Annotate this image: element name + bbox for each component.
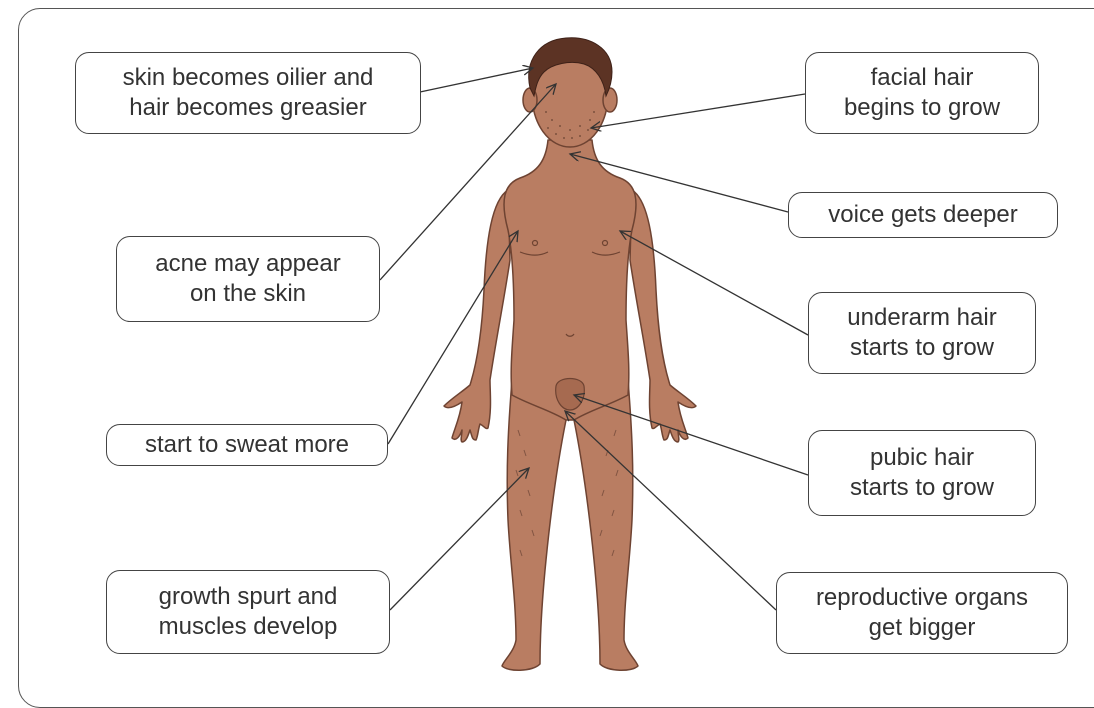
label-acne: acne may appear on the skin — [116, 236, 380, 322]
label-acne-line-1: acne may appear — [155, 249, 340, 279]
label-underarm: underarm hair starts to grow — [808, 292, 1036, 374]
label-sweat: start to sweat more — [106, 424, 388, 466]
label-facial-hair: facial hair begins to grow — [805, 52, 1039, 134]
right-leg — [574, 380, 638, 670]
label-facial-hair-line-2: begins to grow — [844, 93, 1000, 123]
label-growth: growth spurt and muscles develop — [106, 570, 390, 654]
label-reproductive-line-2: get bigger — [869, 613, 976, 643]
label-oily-skin-line-2: hair becomes greasier — [129, 93, 366, 123]
label-growth-line-1: growth spurt and — [159, 582, 338, 612]
label-pubic: pubic hair starts to grow — [808, 430, 1036, 516]
left-leg — [502, 380, 566, 670]
label-reproductive-line-1: reproductive organs — [816, 583, 1028, 613]
arrow-growth — [390, 468, 529, 610]
label-oily-skin-line-1: skin becomes oilier and — [123, 63, 374, 93]
male-body-figure — [444, 43, 696, 670]
label-oily-skin: skin becomes oilier and hair becomes gre… — [75, 52, 421, 134]
label-sweat-line-1: start to sweat more — [145, 430, 349, 460]
label-pubic-line-2: starts to grow — [850, 473, 994, 503]
label-underarm-line-2: starts to grow — [850, 333, 994, 363]
arrow-oily-skin — [420, 68, 533, 92]
label-voice: voice gets deeper — [788, 192, 1058, 238]
label-acne-line-2: on the skin — [190, 279, 306, 309]
label-facial-hair-line-1: facial hair — [871, 63, 974, 93]
arrow-sweat — [388, 231, 518, 444]
label-reproductive: reproductive organs get bigger — [776, 572, 1068, 654]
label-voice-line-1: voice gets deeper — [828, 200, 1017, 230]
left-arm — [444, 190, 510, 442]
right-arm — [630, 190, 696, 442]
label-growth-line-2: muscles develop — [159, 612, 338, 642]
pubic-region — [556, 379, 585, 411]
label-pubic-line-1: pubic hair — [870, 443, 974, 473]
arrow-facial-hair — [591, 94, 805, 128]
label-underarm-line-1: underarm hair — [847, 303, 996, 333]
